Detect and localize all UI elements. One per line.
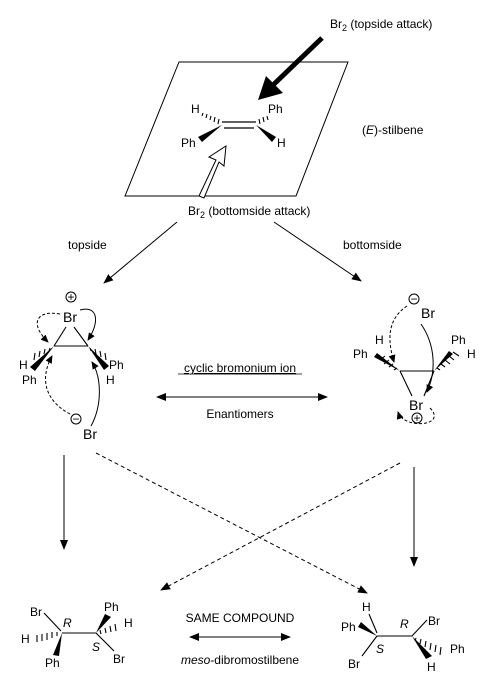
svg-text:cyclic bromonium ion: cyclic bromonium ion (184, 361, 296, 375)
svg-text:H: H (106, 373, 115, 387)
svg-text:R: R (400, 617, 409, 631)
br2-topside-label: Br2 (topside attack) (330, 17, 432, 33)
svg-text:Ph: Ph (104, 600, 119, 614)
svg-text:Br: Br (428, 614, 440, 628)
svg-text:Br: Br (421, 305, 435, 321)
e-stilbene-label: (E)-stilbene (362, 123, 424, 137)
svg-text:Ph: Ph (451, 333, 466, 347)
svg-text:Br: Br (63, 309, 77, 325)
right-meso-product: H Ph Br S R Br Ph H (341, 600, 465, 674)
molecular-plane (124, 61, 349, 197)
svg-text:H: H (467, 347, 476, 361)
meso-dibromostilbene-label: meso-dibromostilbene (181, 653, 299, 667)
svg-text:Ph: Ph (109, 358, 124, 372)
svg-text:H: H (362, 600, 371, 614)
left-meso-product: Br H Ph R S Ph H Br (21, 600, 133, 670)
svg-text:−: − (410, 292, 417, 306)
svg-text:Ph: Ph (45, 656, 60, 670)
svg-text:Ph: Ph (450, 642, 465, 656)
svg-text:Br: Br (409, 397, 423, 413)
topside-label: topside (68, 238, 107, 252)
topside-path-arrow (103, 221, 178, 284)
right-to-left-dashed-arrow (160, 462, 401, 591)
svg-text:Ph: Ph (181, 136, 196, 150)
svg-text:Ph: Ph (22, 373, 37, 387)
bottomside-label: bottomside (343, 238, 402, 252)
svg-text:H: H (375, 333, 384, 347)
svg-text:Br2 (topside attack): Br2 (topside attack) (330, 17, 432, 33)
svg-text:Br: Br (83, 426, 97, 442)
svg-text:Ph: Ph (353, 347, 368, 361)
bottomside-attack-arrow (198, 145, 227, 199)
left-bromonium-ion: + Br H Ph Ph H − Br (19, 290, 124, 442)
svg-text:Br: Br (30, 605, 42, 619)
svg-text:H: H (427, 660, 436, 674)
topside-attack-arrow (258, 36, 324, 100)
enantiomers-label: Enantiomers (206, 407, 273, 421)
same-compound-label: SAME COMPOUND (186, 611, 295, 625)
svg-text:H: H (21, 632, 30, 646)
left-to-right-dashed-arrow (95, 452, 368, 594)
right-bromonium-ion: − Br H Ph Ph H Br + (353, 292, 476, 425)
svg-text:R: R (63, 616, 72, 630)
cyclic-bromonium-ion-label: cyclic bromonium ion (178, 361, 302, 375)
svg-text:Br: Br (113, 652, 125, 666)
svg-text:H: H (124, 616, 133, 630)
svg-text:−: − (72, 412, 79, 426)
svg-text:H: H (277, 136, 286, 150)
svg-text:H: H (191, 102, 200, 116)
svg-text:Ph: Ph (341, 620, 356, 634)
svg-text:+: + (413, 411, 420, 425)
svg-text:S: S (92, 640, 100, 654)
e-stilbene-molecule: H Ph Ph H (181, 102, 286, 150)
svg-text:H: H (19, 358, 28, 372)
br2-bottomside-label: Br2 (bottomside attack) (188, 204, 310, 220)
svg-text:Br: Br (348, 657, 360, 671)
svg-text:Ph: Ph (268, 102, 283, 116)
bottomside-path-arrow (273, 221, 362, 282)
svg-text:+: + (67, 290, 74, 304)
svg-text:S: S (376, 642, 384, 656)
